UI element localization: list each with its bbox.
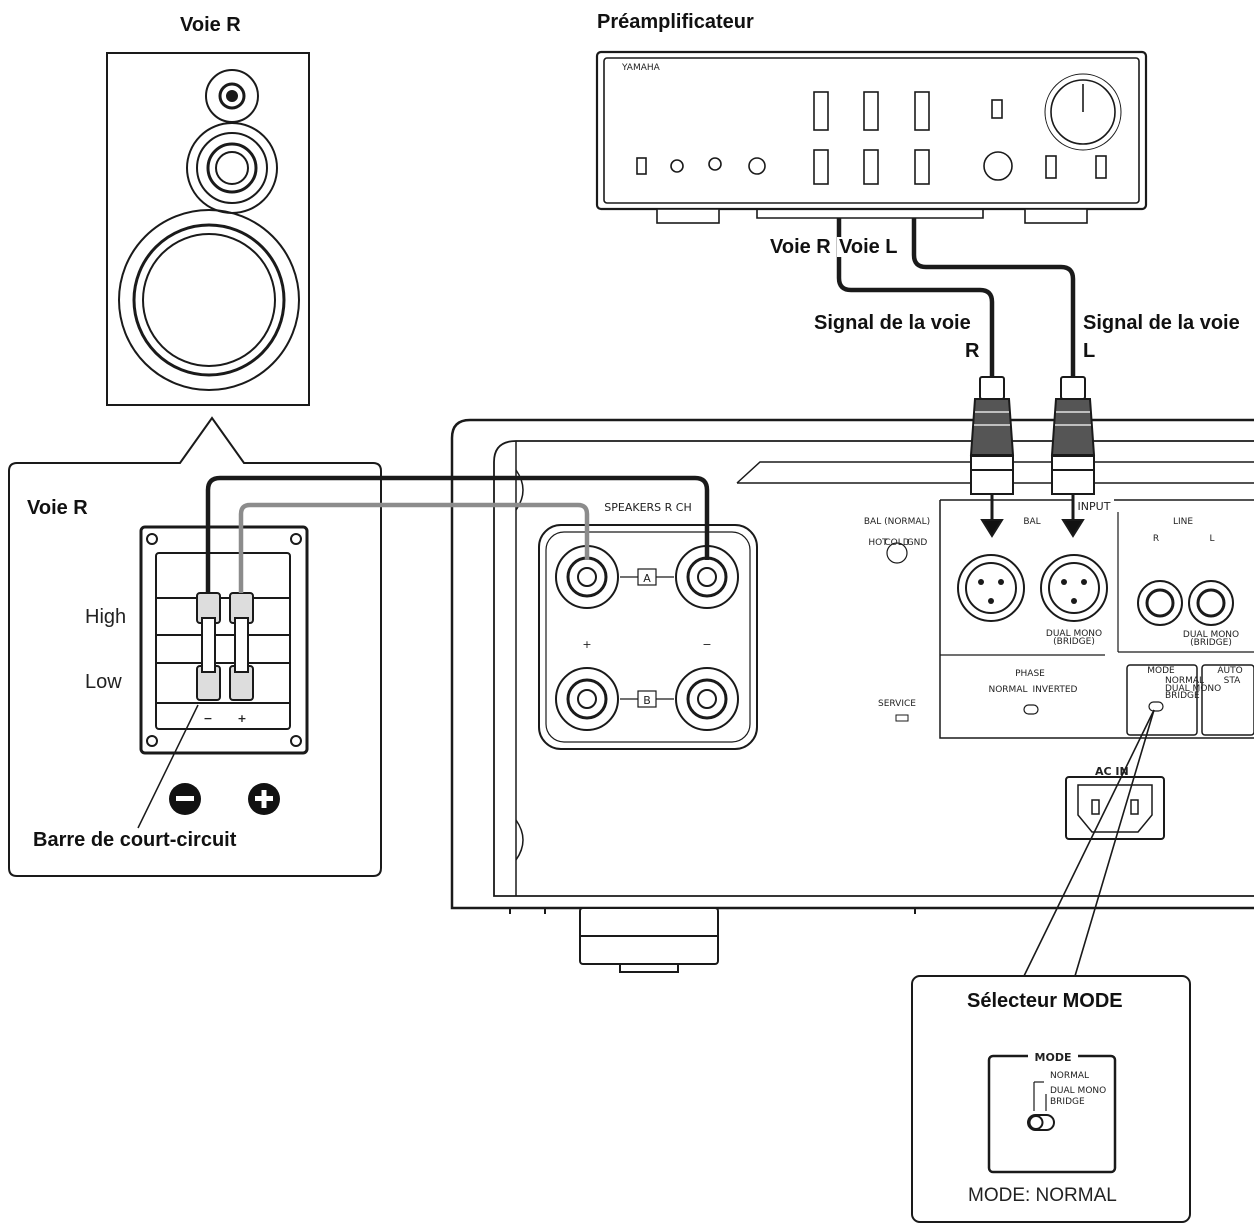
hot-mark: HOT [868, 538, 888, 548]
black-speaker-cable [205, 475, 710, 593]
signal-l-line2: L [1083, 340, 1096, 362]
signal-l-line1: Signal de la voie [1083, 312, 1240, 334]
amp-minus-mark: − [702, 638, 711, 651]
speaker [106, 52, 310, 406]
rca-r-mark: R [1153, 534, 1159, 544]
cold-mark: COLD [884, 538, 909, 548]
phase-normal-mark: NORMAL [988, 685, 1027, 695]
auto-mark: AUTO [1217, 666, 1242, 676]
inset-channel-label: Voie R [27, 497, 88, 519]
mode-inset-title: MODE [1035, 1051, 1072, 1064]
speaker-cables [205, 475, 710, 593]
grey-speaker-cable [238, 502, 590, 593]
speakers-mark: SPEAKERS R CH [604, 501, 691, 514]
gnd-mark: GND [907, 538, 928, 548]
mode-selector-title: Sélecteur MODE [967, 990, 1123, 1012]
phase-mark: PHASE [1015, 669, 1045, 679]
xlr-pins [978, 579, 1087, 604]
input-mark: INPUT [1078, 500, 1111, 513]
service-mark: SERVICE [878, 699, 916, 709]
panel-mode-normal-mark: NORMAL [1165, 676, 1204, 686]
terminal-a-mark: A [643, 572, 651, 585]
signal-cables [836, 218, 1076, 378]
mode-label-bg [1028, 1049, 1078, 1063]
preamp-brand: YAMAHA [621, 63, 661, 73]
rca-l-mark: L [1209, 534, 1214, 544]
terminal-high-label: High [85, 606, 127, 628]
mode-caption: MODE: NORMAL [968, 1185, 1117, 1206]
panel-mode-bridge-mark: BRIDGE [1165, 691, 1200, 701]
terminal-inset [8, 416, 382, 877]
line-bridge-mark: (BRIDGE) [1190, 638, 1232, 648]
signal-r-line2: R [965, 340, 980, 362]
bal-bridge-mark: (BRIDGE) [1053, 637, 1095, 647]
preamp-title: Préamplificateur [597, 11, 754, 33]
amplifier-rear [450, 418, 1254, 973]
bal-mark: BAL [1023, 517, 1040, 527]
phase-inverted-mark: INVERTED [1033, 685, 1078, 695]
ac-in-mark: AC IN [1095, 765, 1129, 778]
panel-mode-dual-mark: DUAL MONO [1165, 684, 1221, 694]
cable-l-line [911, 218, 1076, 378]
short-bar-label: Barre de court-circuit [33, 829, 237, 851]
bal-normal-mark: BAL (NORMAL) [864, 517, 930, 527]
xlr-plug-r [969, 376, 1015, 538]
cable-r-line [836, 218, 995, 378]
inset-plus-mark: + [237, 712, 246, 725]
terminal-b-mark: B [643, 694, 651, 707]
cable-r-label: Voie R [770, 236, 831, 258]
preamplifier [595, 50, 1148, 224]
terminal-low-label: Low [85, 671, 122, 693]
speaker-title: Voie R [180, 14, 241, 36]
amp-plus-mark: + [582, 638, 591, 651]
line-dual-mono-mark: DUAL MONO [1183, 630, 1239, 640]
mode-inset-dual: DUAL MONO [1050, 1086, 1106, 1096]
polarity-symbols [169, 783, 280, 815]
xlr-plug-l [1050, 376, 1096, 538]
cable-l-label: Voie L [837, 236, 900, 258]
inset-minus-mark: − [203, 712, 212, 725]
mode-inset-bridge: BRIDGE [1050, 1097, 1085, 1107]
mode-inset-normal: NORMAL [1050, 1071, 1089, 1081]
signal-r-line1: Signal de la voie [814, 312, 971, 334]
line-mark: LINE [1173, 517, 1193, 527]
mode-callout [911, 709, 1191, 1223]
panel-mode-mark: MODE [1147, 666, 1175, 676]
standby-mark: STA [1224, 676, 1242, 686]
bal-dual-mono-mark: DUAL MONO [1046, 629, 1102, 639]
